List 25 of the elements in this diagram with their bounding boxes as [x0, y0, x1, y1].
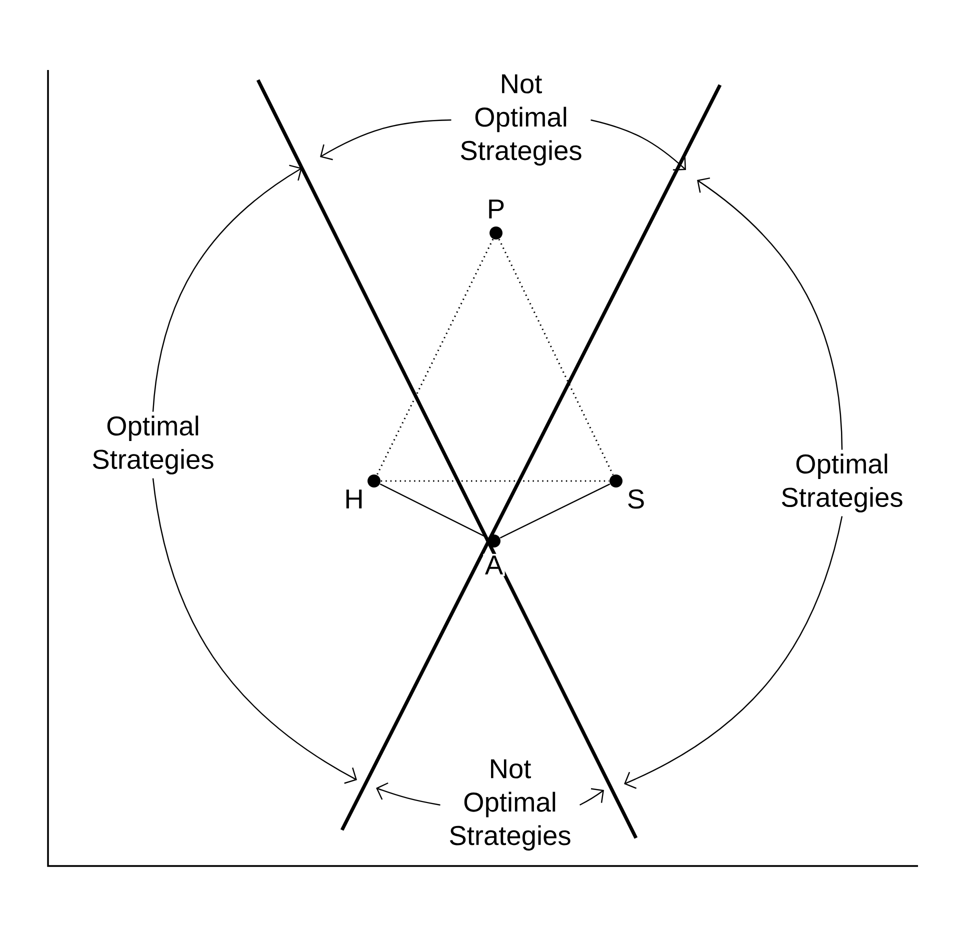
point-label: A	[483, 554, 505, 576]
point-label: P	[485, 198, 507, 220]
point	[488, 534, 500, 548]
arrow	[376, 782, 440, 806]
arrow	[590, 119, 686, 171]
dotted-line	[498, 238, 614, 476]
arrow	[697, 177, 843, 450]
point	[368, 474, 380, 488]
arrow	[624, 516, 843, 789]
line	[380, 484, 488, 538]
strategy-label: Not Optimal Strategies	[450, 759, 570, 851]
strategy-label: Not Optimal Strategies	[460, 74, 582, 166]
strategy-label: Optimal Strategies	[92, 416, 214, 474]
arrow	[580, 788, 604, 806]
dotted-line	[380, 480, 610, 482]
point	[610, 474, 622, 488]
dotted-line	[376, 238, 494, 476]
point-label: S	[625, 488, 647, 510]
arrow	[152, 478, 357, 784]
arrow	[320, 119, 452, 160]
strategy-label: Optimal Strategies	[782, 454, 902, 512]
arrow	[152, 164, 302, 412]
line	[500, 483, 610, 539]
point	[490, 226, 502, 240]
point-label: H	[342, 488, 366, 510]
